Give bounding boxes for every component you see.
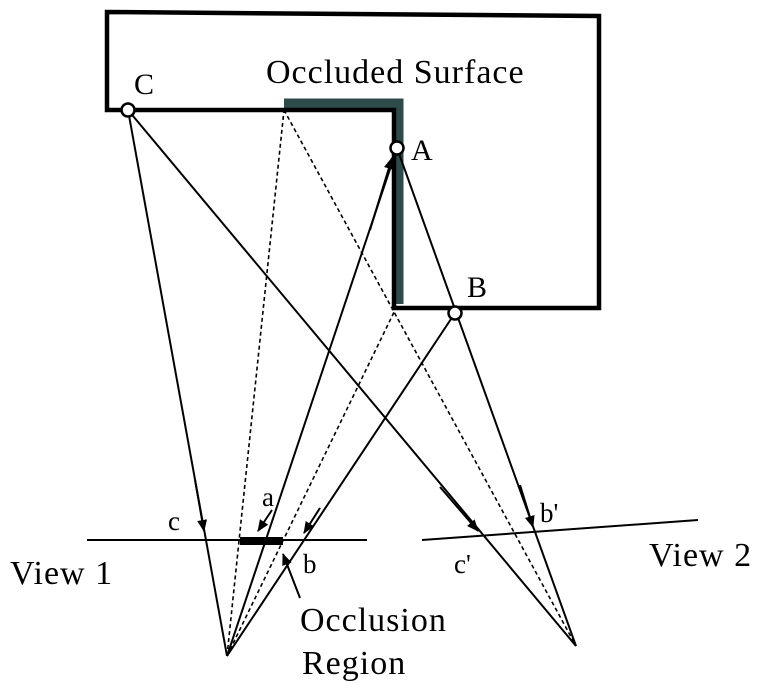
dashed-ray-view2-1 — [283, 109, 577, 647]
arrow-c-view2 — [439, 486, 479, 532]
point-c-marker — [120, 102, 136, 118]
ray-c-to-view1 — [127, 109, 228, 657]
occlusion-region-label-line1: Occlusion — [300, 602, 447, 639]
surface-label: Occluded Surface — [266, 54, 525, 91]
arrow-a-upward — [369, 157, 394, 231]
ray-b-to-view1 — [226, 312, 456, 657]
view1-proj-b-label: b — [303, 549, 317, 579]
occluded-surface-band — [284, 98, 404, 304]
arrow-c-view1 — [194, 479, 208, 532]
view1-proj-a-label: a — [262, 482, 274, 512]
ray-view1-to-a — [226, 147, 398, 657]
ray-a-to-view2 — [396, 147, 577, 647]
point-b-label: B — [467, 271, 487, 304]
occlusion-pointer — [282, 553, 301, 599]
ray-c-to-view2 — [127, 109, 577, 647]
view2-label: View 2 — [649, 537, 752, 574]
point-c-label: C — [134, 68, 154, 101]
dashed-ray-view1-1 — [226, 109, 285, 657]
dashed-ray-view1-2 — [226, 305, 398, 657]
arrow-b-view2 — [519, 484, 535, 528]
arrow-b-view1 — [303, 507, 321, 534]
view1-label: View 1 — [10, 555, 113, 592]
arrow-a-view1 — [257, 509, 273, 532]
view2-proj-c-label: c' — [454, 549, 471, 579]
point-b-marker — [447, 305, 463, 321]
point-a-marker — [389, 140, 405, 156]
view2-proj-b-label: b' — [540, 498, 558, 528]
point-a-label: A — [411, 134, 433, 167]
view1-proj-c-label: c — [168, 506, 180, 536]
occlusion-region-label-line2: Region — [302, 645, 406, 682]
view2-image-plane — [421, 519, 699, 541]
